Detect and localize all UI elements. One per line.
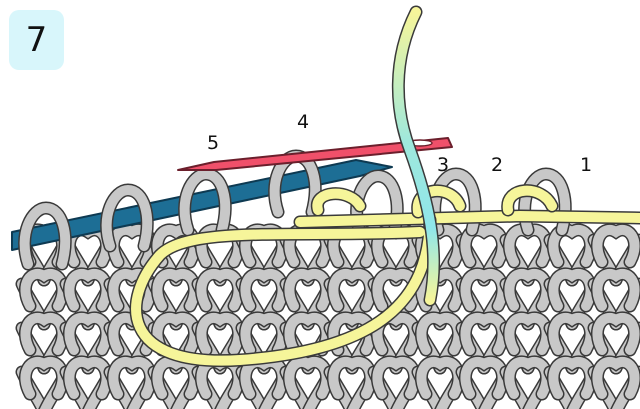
- stitch-label-5: 5: [207, 132, 219, 154]
- knit-fabric: [15, 223, 640, 409]
- stitches-on-needle: [18, 149, 572, 271]
- tapestry-needle-icon: [177, 137, 453, 171]
- stitch-label-2: 2: [491, 154, 503, 176]
- knit-stitch-head-fill: [592, 313, 640, 355]
- needle-loop-3-fill: [179, 168, 231, 235]
- needle-loop-6-fill: [429, 168, 481, 235]
- step-number-badge: 7: [9, 10, 64, 70]
- needle-loop-7-fill: [519, 168, 571, 235]
- stitch-label-1: 1: [580, 154, 592, 176]
- stitch-label-4: 4: [297, 111, 309, 133]
- needle-loop-1-fill: [19, 202, 71, 269]
- stitch-labels: 1 2 3 4 5: [207, 111, 592, 176]
- needle-loop-2-fill: [101, 184, 153, 251]
- knit-stitch-head-fill: [592, 269, 640, 311]
- stitch-label-3: 3: [437, 154, 449, 176]
- working-yarn: [129, 5, 640, 368]
- knit-stitch-head-fill: [592, 357, 640, 399]
- knit-stitch-head-fill: [592, 225, 640, 267]
